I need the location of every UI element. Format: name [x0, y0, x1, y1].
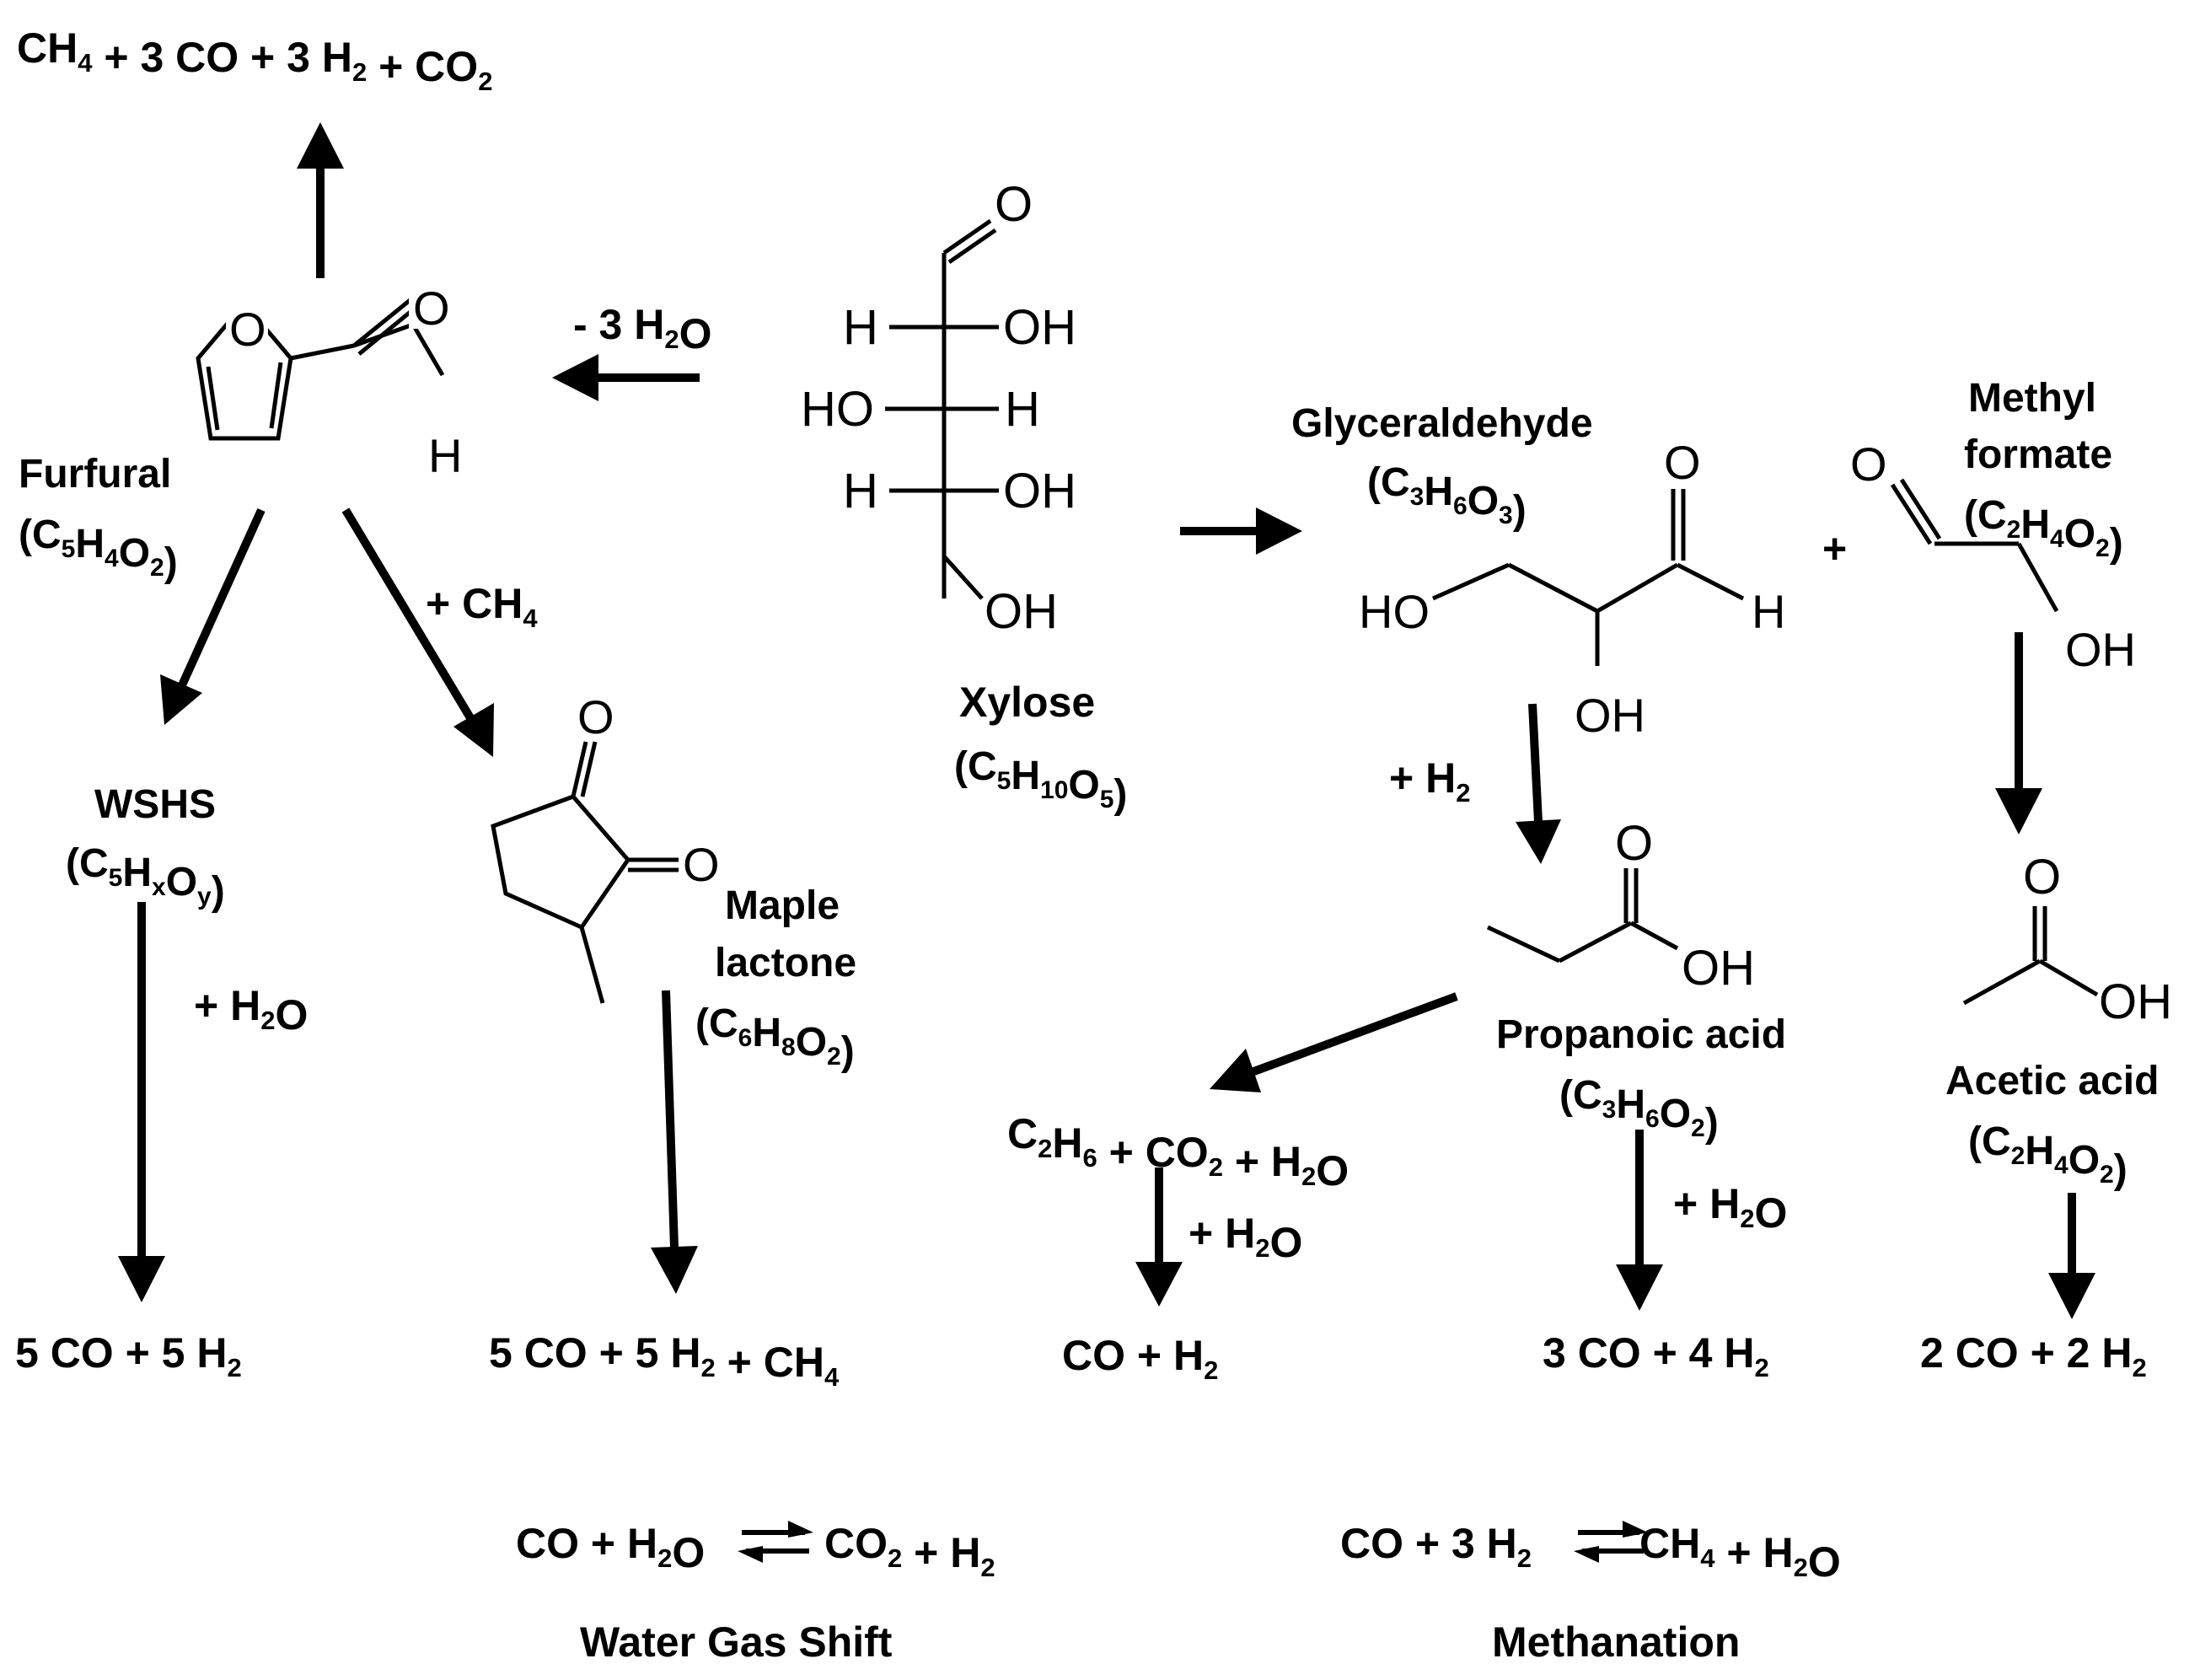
acetic-acid-formula: (C2H4O2)	[1968, 1119, 2128, 1192]
wshs-water-addition-label: + H2O	[194, 982, 308, 1039]
glyceraldehyde-terminal-hydroxyl: HO	[1359, 585, 1430, 638]
xylose-aldehyde-oxygen: O	[995, 177, 1033, 232]
arrowhead	[118, 1256, 165, 1302]
xylose-c4-hydrogen: H	[843, 464, 878, 518]
arrow-propanoic-to-ethane	[1250, 992, 1458, 1076]
propanoic-acid-structure: O OH	[1486, 816, 1755, 996]
maple-lactone-oxygen-1: O	[577, 690, 614, 743]
propanoic-hydroxyl: OH	[1682, 941, 1755, 996]
glyceraldehyde-carbonyl-oxygen: O	[1664, 436, 1701, 489]
xylose-structure: O H OH HO H H OH OH	[801, 177, 1076, 639]
acetic-carbonyl-oxygen: O	[2023, 850, 2061, 904]
formula: CH4 + 3 CO + 3 H2 + CO2	[17, 24, 492, 96]
wshs-formula: (C5HxOy)	[66, 841, 225, 914]
maple-lactone-oxygen-2: O	[683, 838, 720, 891]
wshs-product: 5 CO + 5 H2	[15, 1329, 242, 1382]
arrowhead	[160, 674, 202, 725]
ethane-water-addition-label: + H2O	[1189, 1210, 1302, 1266]
arrowhead	[1210, 1049, 1261, 1092]
methyl-formate-name-line1: Methyl	[1968, 376, 2096, 421]
glyceraldehyde-aldehyde-hydrogen: H	[1752, 585, 1785, 638]
arrowhead	[651, 1246, 698, 1294]
xylose-name: Xylose	[959, 679, 1095, 726]
furfural-structure: O O H	[196, 278, 462, 482]
methanation-right: CH4 + H2O	[1639, 1520, 1841, 1586]
arrowhead	[1516, 819, 1561, 864]
xylose-c2-hydroxyl: OH	[1003, 300, 1076, 355]
propanoic-acid-formula: (C3H6O2)	[1559, 1073, 1719, 1146]
arrowhead	[1135, 1262, 1183, 1307]
ethane-product: CO + H2	[1062, 1332, 1218, 1385]
equilibrium-arrows	[738, 1521, 813, 1563]
propanoic-carbonyl-oxygen: O	[1615, 816, 1653, 871]
ring-oxygen: O	[229, 303, 266, 356]
propanoic-water-addition-label: + H2O	[1673, 1180, 1787, 1237]
arrowhead	[453, 703, 494, 757]
furfural-decomposition-label: CH4 + 3 CO + 3 H2 + CO2	[17, 24, 492, 96]
water-gas-shift-left: CO + H2O	[516, 1520, 705, 1576]
arrowhead	[1995, 788, 2042, 835]
acetic-acid-name: Acetic acid	[1945, 1059, 2159, 1103]
arrowhead	[552, 354, 598, 401]
arrowhead	[1256, 507, 1302, 555]
arrow-maple-lactone-to-syngas	[662, 990, 679, 1248]
maple-lactone-formula: (C6H8O2)	[695, 1001, 855, 1074]
methyl-formate-formula: (C2H4O2)	[1964, 493, 2123, 566]
maple-lactone-name-line1: Maple	[725, 883, 840, 928]
methyl-formate-oxygen: O	[1850, 437, 1887, 491]
methyl-formate-structure: O OH	[1850, 437, 2136, 676]
methyl-formate-name-line2: formate	[1964, 432, 2112, 477]
methane-addition-label: + CH4	[426, 580, 538, 633]
maple-lactone-name-line2: lactone	[715, 941, 856, 985]
glyceraldehyde-name: Glyceraldehyde	[1291, 401, 1593, 446]
glyceraldehyde-structure: HO O H OH	[1359, 436, 1785, 742]
aldehyde-hydrogen: H	[428, 429, 462, 482]
acetic-acid-product: 2 CO + 2 H2	[1920, 1329, 2147, 1382]
glyceraldehyde-formula: (C3H6O3)	[1367, 460, 1527, 533]
hydrogen-addition-label: + H2	[1389, 754, 1470, 808]
arrow-furfural-to-wshs	[177, 507, 266, 690]
propanoic-acid-name: Propanoic acid	[1496, 1012, 1786, 1057]
xylose-c2-hydrogen: H	[843, 300, 878, 355]
xylose-c4-hydroxyl: OH	[1003, 464, 1076, 518]
arrowhead	[297, 122, 344, 169]
dehydration-label: - 3 H2O	[573, 301, 712, 357]
water-gas-shift-equation: CO + H2O CO2 + H2	[516, 1520, 995, 1582]
water-gas-shift-right: CO2 + H2	[824, 1520, 995, 1582]
methanation-left: CO + 3 H2	[1340, 1520, 1532, 1573]
wshs-name: WSHS	[94, 782, 216, 827]
equilibrium-arrows	[1574, 1521, 1648, 1563]
arrowhead	[2048, 1273, 2095, 1319]
xylose-c3-hydroxyl: HO	[801, 382, 874, 437]
maple-lactone-structure: O O	[491, 690, 720, 1004]
methanation-equation: CO + 3 H2 CH4 + H2O	[1340, 1520, 1841, 1586]
propanoic-decomposition-products: C2H6 + CO2 + H2O	[1007, 1110, 1349, 1194]
carbonyl-oxygen: O	[413, 282, 450, 335]
acetic-acid-structure: O OH	[1962, 850, 2172, 1029]
arrow-furfural-to-maple-lactone	[341, 507, 476, 723]
arrow-glyceraldehyde-to-propanoic	[1528, 703, 1543, 823]
furfural-name: Furfural	[19, 452, 171, 496]
methyl-formate-hydroxyl: OH	[2065, 623, 2136, 676]
xylose-c3-hydrogen: H	[1005, 382, 1040, 437]
maple-lactone-product: 5 CO + 5 H2 + CH4	[489, 1329, 840, 1392]
xylose-formula: (C5H10O5)	[954, 744, 1127, 817]
glyceraldehyde-secondary-hydroxyl: OH	[1575, 689, 1645, 742]
propanoic-acid-product: 3 CO + 4 H2	[1543, 1329, 1769, 1382]
acetic-hydroxyl: OH	[2099, 974, 2172, 1029]
water-gas-shift-label: Water Gas Shift	[580, 1618, 893, 1666]
furfural-formula: (C5H4O2)	[19, 513, 178, 585]
methanation-label: Methanation	[1492, 1618, 1740, 1666]
arrowhead	[1616, 1264, 1663, 1311]
plus-sign: +	[1822, 525, 1847, 572]
xylose-c5-hydroxyl: OH	[985, 584, 1058, 639]
